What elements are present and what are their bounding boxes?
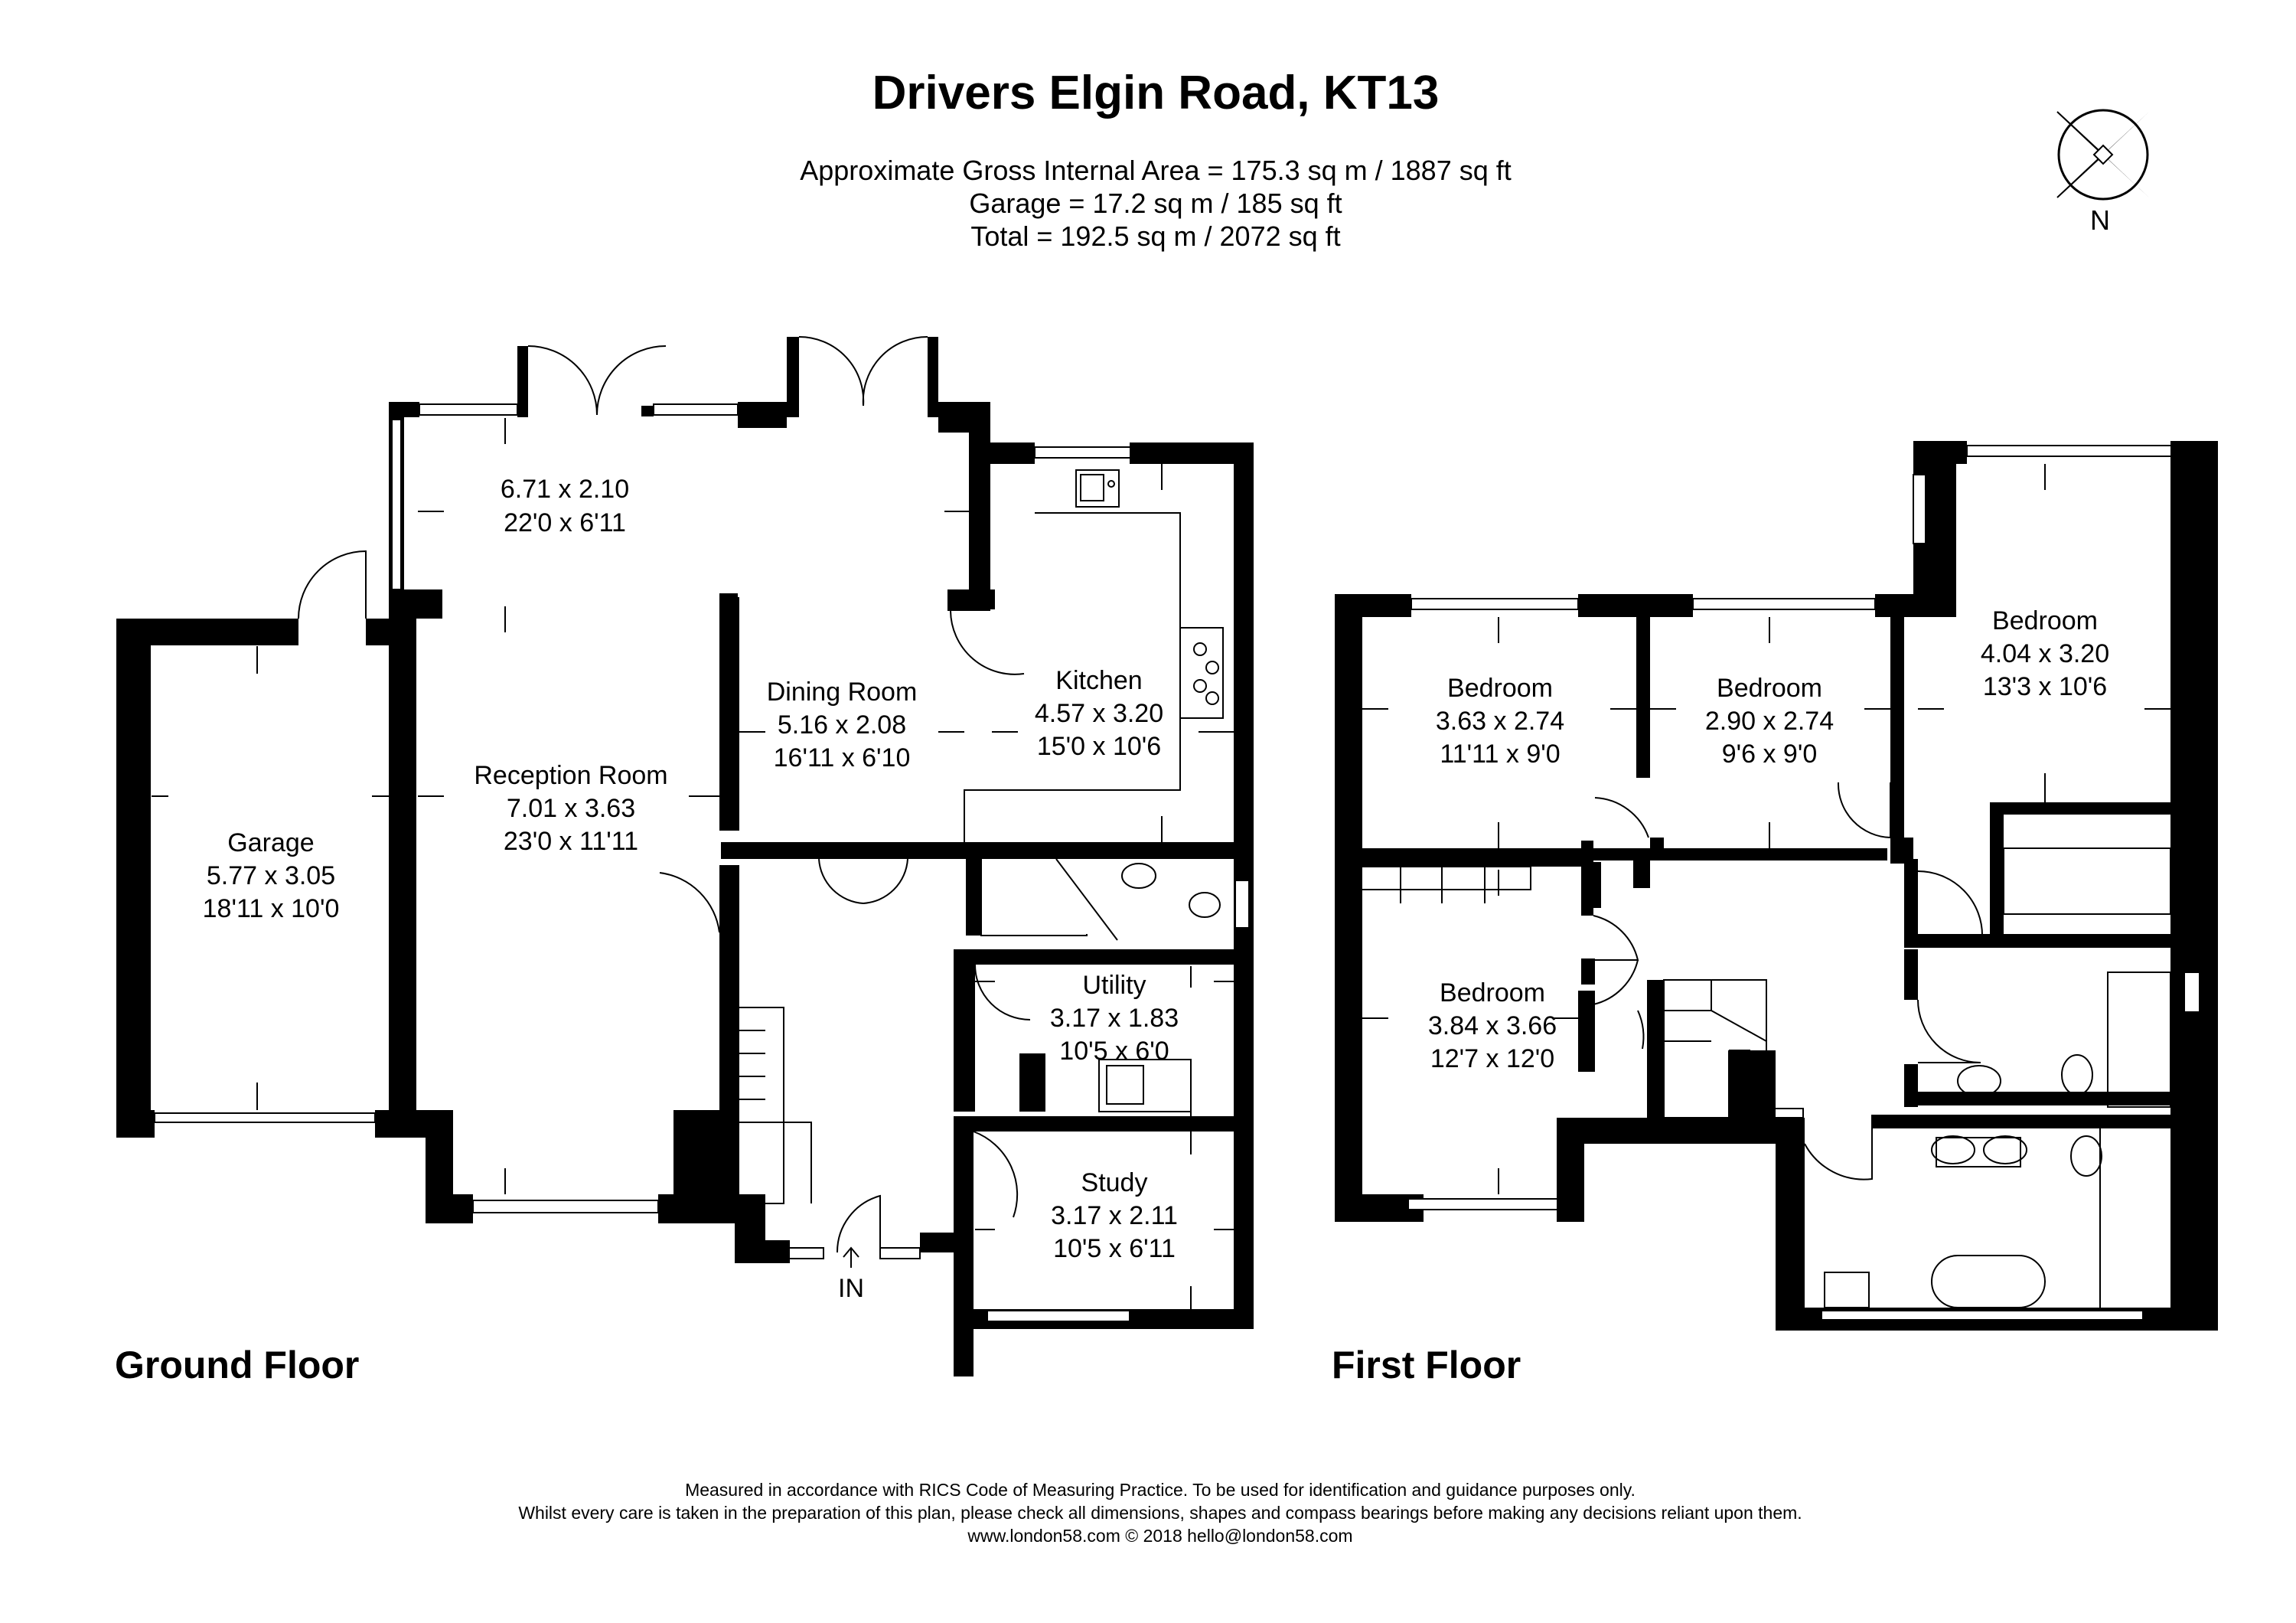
dining-room-name: Dining Room [767, 678, 918, 707]
bedroom-two-metric: 2.90 x 2.74 [1705, 707, 1834, 736]
bedroom-three-name: Bedroom [1992, 606, 2098, 635]
ground-floor-plan [116, 335, 1254, 1376]
bedroom-four-name: Bedroom [1440, 978, 1545, 1007]
entrance-arrow-icon [843, 1246, 859, 1268]
study-name: Study [1081, 1168, 1148, 1197]
kitchen-imperial: 15'0 x 10'6 [1037, 732, 1161, 761]
utility-name: Utility [1082, 971, 1146, 1000]
bedroom-one-metric: 3.63 x 2.74 [1436, 707, 1564, 736]
bedroom-four-imperial: 12'7 x 12'0 [1430, 1044, 1554, 1073]
bedroom-two-imperial: 9'6 x 9'0 [1722, 740, 1818, 769]
garden-room-walls [389, 335, 990, 612]
hall-utility-study-walls [673, 858, 1254, 1376]
dining-room-metric: 5.16 x 2.08 [778, 710, 906, 740]
footer-disclaimer-line-1: Measured in accordance with RICS Code of… [685, 1480, 1636, 1500]
gross-internal-area: Approximate Gross Internal Area = 175.3 … [800, 155, 1512, 186]
bedroom-three-imperial: 13'3 x 10'6 [1983, 672, 2107, 701]
compass-north-label: N [2090, 204, 2110, 236]
bedroom-one-name: Bedroom [1447, 674, 1553, 703]
kitchen-metric: 4.57 x 3.20 [1035, 699, 1163, 728]
bedroom-four-metric: 3.84 x 3.66 [1428, 1011, 1557, 1040]
utility-metric: 3.17 x 1.83 [1050, 1004, 1179, 1033]
dining-room-imperial: 16'11 x 6'10 [774, 743, 911, 772]
compass-icon [2056, 109, 2149, 201]
garage-imperial: 18'11 x 10'0 [203, 894, 340, 923]
reception-room-metric: 7.01 x 3.63 [507, 794, 635, 823]
bedroom-three-metric: 4.04 x 3.20 [1981, 639, 2109, 668]
bedroom-two-name: Bedroom [1717, 674, 1822, 703]
first-floor-walls [1335, 441, 2218, 1331]
study-metric: 3.17 x 2.11 [1051, 1201, 1178, 1230]
bedroom-one-imperial: 11'11 x 9'0 [1440, 740, 1560, 769]
first-dimension-arrows [1362, 464, 2170, 1194]
garage-name: Garage [227, 828, 314, 857]
ground-dimension-arrows [152, 418, 1234, 1309]
study-imperial: 10'5 x 6'11 [1053, 1234, 1176, 1263]
footer-disclaimer-line-2: Whilst every care is taken in the prepar… [518, 1503, 1802, 1523]
first-floor-labels: Bedroom 3.63 x 2.74 11'11 x 9'0 Bedroom … [1332, 606, 2109, 1386]
garden-room-imperial: 22'0 x 6'11 [504, 508, 626, 537]
kitchen-name: Kitchen [1055, 666, 1142, 695]
garage-area: Garage = 17.2 sq m / 185 sq ft [969, 188, 1342, 219]
first-floor-label: First Floor [1332, 1344, 1521, 1386]
ground-floor-label: Ground Floor [115, 1344, 359, 1386]
ground-floor-labels: 6.71 x 2.10 22'0 x 6'11 Dining Room 5.16… [115, 475, 1179, 1386]
garage-metric: 5.77 x 3.05 [207, 861, 335, 890]
garden-room-metric: 6.71 x 2.10 [501, 475, 629, 504]
first-floor-plan [1335, 441, 2218, 1331]
reception-room-name: Reception Room [474, 761, 667, 790]
first-floor-partitions [1335, 594, 2171, 1308]
reception-room-imperial: 23'0 x 11'11 [504, 827, 638, 856]
dining-kitchen-walls [719, 442, 1254, 1329]
total-area: Total = 192.5 sq m / 2072 sq ft [970, 220, 1340, 252]
utility-imperial: 10'5 x 6'0 [1059, 1037, 1169, 1066]
plan-title: Drivers Elgin Road, KT13 [872, 67, 1440, 119]
footer-contact: www.london58.com © 2018 hello@london58.c… [967, 1526, 1352, 1546]
entrance-label: IN [838, 1274, 864, 1303]
